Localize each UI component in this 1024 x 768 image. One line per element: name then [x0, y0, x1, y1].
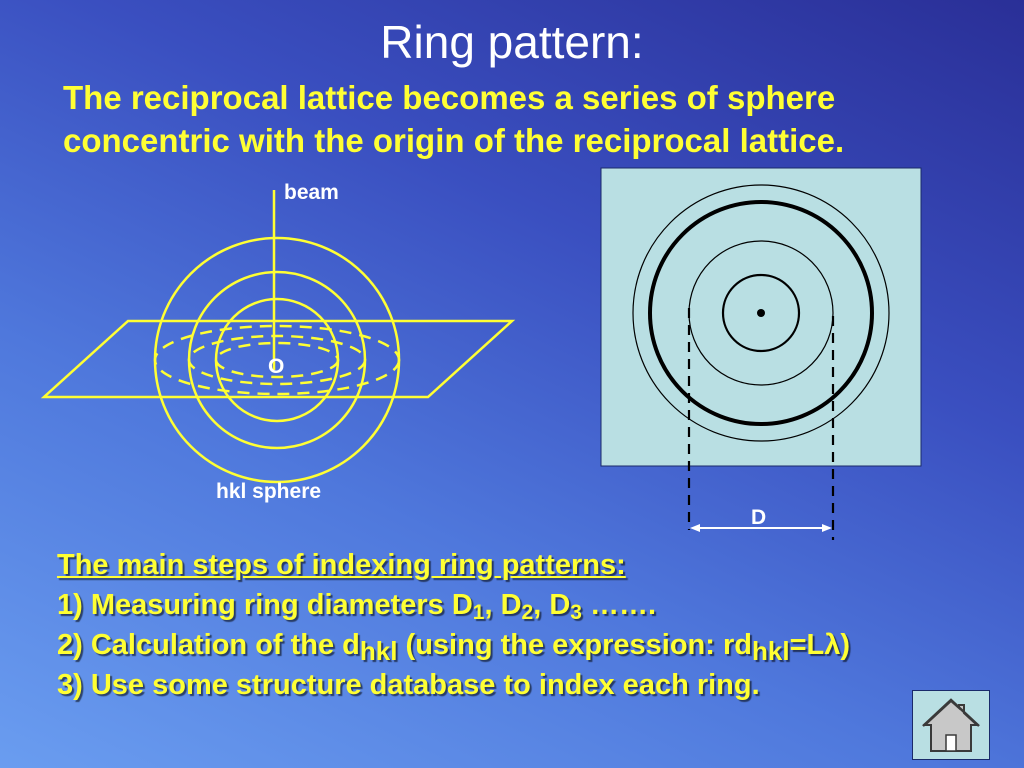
- origin-label: O: [268, 355, 285, 378]
- ring-pattern-panel: [600, 167, 922, 467]
- ring-thick: [648, 200, 874, 426]
- step-3: 3) Use some structure database to index …: [57, 669, 760, 701]
- diameter-label: D: [751, 506, 767, 529]
- indexing-steps: The main steps of indexing ring patterns…: [57, 545, 997, 705]
- home-icon: [922, 698, 980, 752]
- intro-text: The reciprocal lattice becomes a series …: [63, 79, 845, 159]
- step-1: 1) Measuring ring diameters D1, D2, D3 ……: [57, 589, 657, 624]
- intersection-ring-middle: [187, 334, 367, 386]
- beam-label: beam: [284, 181, 339, 204]
- reciprocal-lattice-plane: [40, 319, 516, 399]
- slide-title: Ring pattern:: [380, 16, 644, 68]
- ring-inner: [721, 273, 801, 353]
- hkl-sphere-label: hkl sphere: [216, 480, 322, 503]
- intersection-ring-outer: [153, 324, 401, 396]
- steps-heading: The main steps of indexing ring patterns…: [57, 549, 626, 581]
- intersection-ring-inner: [214, 341, 340, 379]
- diameter-measure: [687, 308, 835, 540]
- step-2: 2) Calculation of the dhkl (using the ex…: [57, 629, 850, 666]
- ring-center-dot: [757, 309, 765, 317]
- home-button[interactable]: [912, 690, 990, 760]
- ring-outermost: [632, 184, 890, 442]
- hkl-sphere-diagram: [40, 190, 516, 484]
